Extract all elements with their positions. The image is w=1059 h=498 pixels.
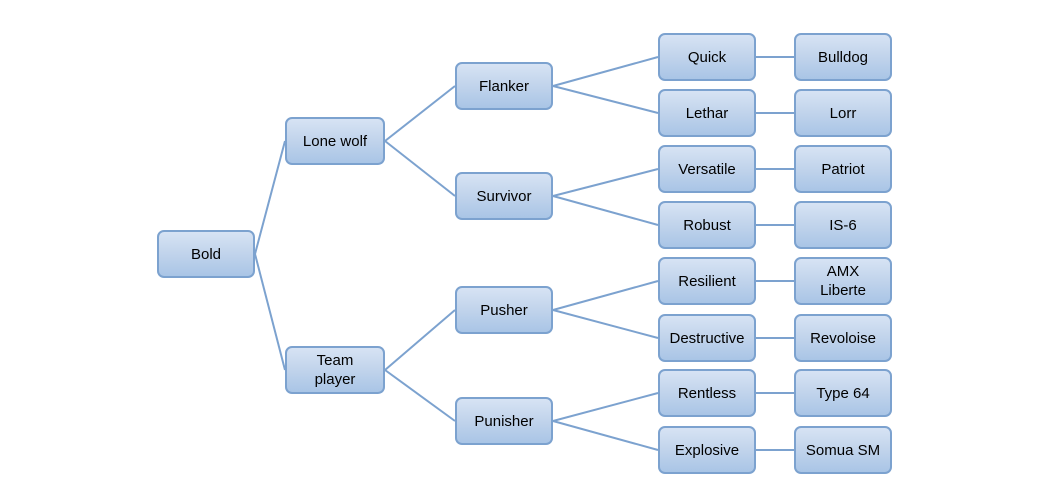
- node-flanker[interactable]: Flanker: [455, 62, 553, 110]
- node-robust[interactable]: Robust: [658, 201, 756, 249]
- connector-survivor-versatile: [552, 168, 659, 197]
- node-survivor[interactable]: Survivor: [455, 172, 553, 220]
- node-label: Patriot: [821, 160, 865, 178]
- node-bold[interactable]: Bold: [157, 230, 255, 278]
- connector-flanker-quick: [552, 56, 659, 87]
- node-label: Lethar: [685, 104, 729, 122]
- node-destructive[interactable]: Destructive: [658, 314, 756, 362]
- node-revoloise[interactable]: Revoloise: [794, 314, 892, 362]
- node-label: IS-6: [829, 216, 857, 234]
- node-resilient[interactable]: Resilient: [658, 257, 756, 305]
- connector-pusher-destructive: [552, 309, 659, 339]
- node-label: Rentless: [677, 384, 737, 402]
- node-is6[interactable]: IS-6: [794, 201, 892, 249]
- node-lorr[interactable]: Lorr: [794, 89, 892, 137]
- node-explosive[interactable]: Explosive: [658, 426, 756, 474]
- node-team-player[interactable]: Team player: [285, 346, 385, 394]
- connector-bold-team-player: [254, 253, 286, 371]
- connector-lone-wolf-survivor: [384, 140, 456, 197]
- connector-pusher-resilient: [552, 280, 659, 311]
- node-label: Robust: [683, 216, 731, 234]
- node-label: Versatile: [678, 160, 736, 178]
- node-label: Team player: [314, 352, 356, 388]
- node-label: Lone wolf: [302, 132, 368, 150]
- node-punisher[interactable]: Punisher: [455, 397, 553, 445]
- connector-team-player-pusher: [384, 309, 456, 371]
- connector-lone-wolf-flanker: [384, 85, 456, 142]
- node-label: Revoloise: [810, 329, 876, 347]
- node-amx-liberte[interactable]: AMX Liberte: [794, 257, 892, 305]
- node-label: Somua SM: [805, 441, 881, 459]
- node-label: Punisher: [474, 412, 534, 430]
- node-quick[interactable]: Quick: [658, 33, 756, 81]
- node-patriot[interactable]: Patriot: [794, 145, 892, 193]
- connector-survivor-robust: [552, 195, 659, 226]
- node-label: AMX Liberte: [820, 263, 866, 299]
- node-label: Quick: [687, 48, 727, 66]
- node-rentless[interactable]: Rentless: [658, 369, 756, 417]
- node-type64[interactable]: Type 64: [794, 369, 892, 417]
- connector-flanker-lethar: [552, 85, 659, 114]
- node-lethar[interactable]: Lethar: [658, 89, 756, 137]
- node-label: Destructive: [669, 329, 745, 347]
- node-lone-wolf[interactable]: Lone wolf: [285, 117, 385, 165]
- node-bulldog[interactable]: Bulldog: [794, 33, 892, 81]
- node-label: Survivor: [476, 187, 532, 205]
- node-label: Resilient: [678, 272, 736, 290]
- node-label: Type 64: [816, 384, 870, 402]
- node-pusher[interactable]: Pusher: [455, 286, 553, 334]
- connector-punisher-rentless: [552, 392, 659, 422]
- node-somua-sm[interactable]: Somua SM: [794, 426, 892, 474]
- node-label: Flanker: [478, 77, 530, 95]
- node-label: Bulldog: [817, 48, 869, 66]
- node-label: Pusher: [480, 301, 528, 319]
- node-label: Lorr: [829, 104, 857, 122]
- node-label: Explosive: [674, 441, 740, 459]
- connector-bold-lone-wolf: [254, 140, 286, 255]
- node-versatile[interactable]: Versatile: [658, 145, 756, 193]
- connector-punisher-explosive: [552, 420, 659, 451]
- connector-team-player-punisher: [384, 369, 456, 422]
- node-label: Bold: [190, 245, 222, 263]
